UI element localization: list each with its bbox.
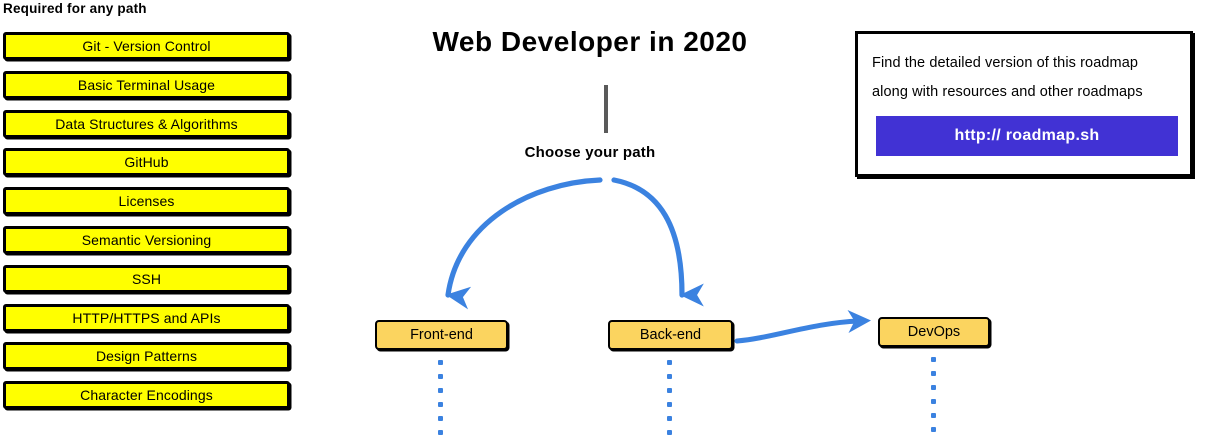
required-item-ssh[interactable]: SSH xyxy=(3,264,290,293)
required-item-licenses[interactable]: Licenses xyxy=(3,187,290,216)
required-item-http-apis[interactable]: HTTP/HTTPS and APIs xyxy=(3,303,290,332)
trail-dot xyxy=(931,427,936,432)
required-section: Required for any path Git - Version Cont… xyxy=(0,0,300,436)
required-item-label: Basic Terminal Usage xyxy=(77,76,216,93)
required-item-character-encodings[interactable]: Character Encodings xyxy=(3,381,290,410)
trail-dot xyxy=(931,385,936,390)
branch-arrow-frontend xyxy=(445,177,603,310)
trail-dot xyxy=(931,413,936,418)
info-card: Find the detailed version of this roadma… xyxy=(855,31,1193,177)
required-item-semantic-versioning[interactable]: Semantic Versioning xyxy=(3,225,290,254)
info-card-line-1: Find the detailed version of this roadma… xyxy=(872,55,1139,71)
path-box-devops[interactable]: DevOps xyxy=(878,317,990,347)
path-box-label: Back-end xyxy=(639,327,702,343)
trail-dot xyxy=(931,399,936,404)
required-item-label: Git - Version Control xyxy=(82,38,211,54)
path-box-front-end[interactable]: Front-end xyxy=(375,320,508,350)
required-item-label: Design Patterns xyxy=(95,348,198,365)
trail-dot xyxy=(931,371,936,376)
dotted-trail-back-end xyxy=(667,360,672,444)
trail-dot xyxy=(667,402,672,407)
dotted-trail-front-end xyxy=(438,360,443,444)
trail-dot xyxy=(931,357,936,362)
trail-dot xyxy=(667,360,672,365)
roadmap-link-button[interactable]: http:// roadmap.sh xyxy=(876,116,1178,156)
choose-path-label: Choose your path xyxy=(524,144,656,161)
roadmap-center-section: Web Developer in 2020 Choose your path xyxy=(330,0,850,436)
required-item-label: HTTP/HTTPS and APIs xyxy=(72,309,221,326)
required-item-git[interactable]: Git - Version Control xyxy=(3,32,290,60)
trail-dot xyxy=(667,388,672,393)
required-item-github[interactable]: GitHub xyxy=(3,148,290,177)
required-item-terminal[interactable]: Basic Terminal Usage xyxy=(3,70,290,99)
path-box-label: Front-end xyxy=(410,327,473,343)
branch-arrow-backend xyxy=(611,177,704,307)
required-item-label: SSH xyxy=(131,270,162,287)
backend-to-devops-arrow xyxy=(734,309,871,344)
path-box-back-end[interactable]: Back-end xyxy=(608,320,733,350)
trail-dot xyxy=(667,374,672,379)
trail-dot xyxy=(438,416,443,421)
trail-dot xyxy=(438,388,443,393)
trail-dot xyxy=(667,430,672,435)
required-item-label: Character Encodings xyxy=(80,387,213,404)
trail-dot xyxy=(438,374,443,379)
info-card-line-2: along with resources and other roadmaps xyxy=(872,84,1143,100)
trail-dot xyxy=(667,416,672,421)
trail-dot xyxy=(438,402,443,407)
trunk-connector-line xyxy=(604,85,608,133)
required-item-data-structures[interactable]: Data Structures & Algorithms xyxy=(3,109,290,138)
page-title: Web Developer in 2020 xyxy=(432,26,748,57)
branch-arrows-group xyxy=(445,177,704,310)
path-box-label: DevOps xyxy=(907,324,961,340)
required-item-label: Data Structures & Algorithms xyxy=(55,115,238,132)
required-section-heading: Required for any path xyxy=(3,1,147,16)
trail-dot xyxy=(438,430,443,435)
required-item-label: Semantic Versioning xyxy=(81,231,212,248)
required-item-label: Licenses xyxy=(118,193,175,210)
required-item-label: GitHub xyxy=(124,154,169,171)
required-items-list: Git - Version Control Basic Terminal Usa… xyxy=(3,32,290,420)
dotted-trail-devops xyxy=(931,357,936,441)
required-item-design-patterns[interactable]: Design Patterns xyxy=(3,342,290,371)
trail-dot xyxy=(438,360,443,365)
